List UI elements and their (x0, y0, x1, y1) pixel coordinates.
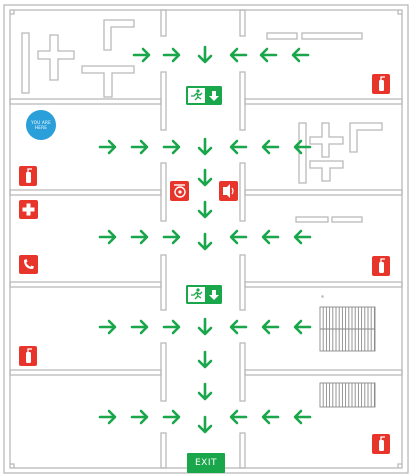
furniture-corner (349, 122, 383, 153)
evacuation-arrow-left-icon (261, 229, 280, 245)
evacuation-arrow-right-icon (98, 229, 117, 245)
furniture-cross (309, 122, 344, 158)
furniture (331, 216, 363, 223)
evacuation-arrow-right-icon (130, 409, 149, 425)
furniture-tee (81, 65, 135, 98)
furniture-corner (103, 19, 135, 51)
you-are-here-label: YOU ARE HERE (26, 110, 56, 140)
fire-extinguisher-icon (19, 346, 37, 366)
emergency-exit-sign-icon (186, 285, 222, 304)
stairs-upper (319, 306, 376, 352)
room-wall-right (244, 189, 403, 196)
you-are-here-line2: HERE (34, 125, 48, 130)
evacuation-arrow-down-icon (197, 382, 213, 401)
first-aid-icon (19, 200, 38, 219)
room-wall-right (244, 281, 403, 288)
evacuation-arrow-left-icon (293, 139, 312, 155)
corridor-post (160, 71, 167, 131)
fire-extinguisher-icon (372, 434, 390, 454)
evacuation-arrow-left-icon (229, 229, 248, 245)
fire-alarm-icon (219, 181, 238, 201)
fire-extinguisher-icon (19, 166, 37, 186)
furniture (301, 32, 363, 40)
corridor-post (160, 254, 167, 311)
evacuation-arrow-left-icon (291, 47, 310, 63)
corridor-post (160, 162, 167, 222)
evacuation-arrow-left-icon (229, 319, 248, 335)
corner-notch-top-right (397, 10, 402, 15)
room-wall-left (9, 369, 162, 376)
corridor-post (160, 432, 167, 469)
corridor-post (239, 254, 246, 311)
evacuation-arrow-right-icon (132, 47, 151, 63)
room-wall-right (244, 369, 403, 376)
corridor-post (160, 9, 167, 37)
corridor-post (239, 432, 246, 469)
corridor-post (239, 342, 246, 402)
evacuation-arrow-right-icon (130, 319, 149, 335)
evacuation-arrow-right-icon (162, 319, 181, 335)
furniture (321, 295, 324, 298)
evacuation-arrow-down-icon (197, 317, 213, 336)
evacuation-arrow-left-icon (293, 229, 312, 245)
evacuation-arrow-left-icon (229, 139, 248, 155)
evacuation-arrow-left-icon (259, 47, 278, 63)
evacuation-arrow-down-icon (197, 137, 213, 156)
furniture (298, 122, 307, 184)
corridor-post (239, 9, 246, 37)
corridor-post (239, 162, 246, 222)
evacuation-arrow-down-icon (197, 415, 213, 434)
evacuation-arrow-left-icon (293, 319, 312, 335)
evacuation-arrow-down-icon (197, 200, 213, 219)
room-wall-left (9, 98, 162, 105)
evacuation-arrow-left-icon (293, 409, 312, 425)
fire-extinguisher-icon (372, 74, 390, 94)
emergency-phone-icon (19, 255, 38, 274)
evacuation-arrow-right-icon (98, 409, 117, 425)
emergency-exit-sign-icon (186, 86, 222, 105)
evacuation-arrow-left-icon (261, 319, 280, 335)
furniture-tee (309, 160, 344, 182)
corner-notch-bottom-right (397, 463, 402, 468)
furniture (21, 32, 30, 94)
evacuation-arrow-left-icon (261, 409, 280, 425)
evacuation-arrow-right-icon (162, 139, 181, 155)
corner-notch-bottom-left (10, 463, 15, 468)
evacuation-arrow-right-icon (162, 409, 181, 425)
furniture (266, 32, 298, 40)
evacuation-arrows (98, 45, 312, 434)
evacuation-arrow-down-icon (197, 168, 213, 187)
evacuation-arrow-right-icon (162, 47, 181, 63)
evacuation-arrow-left-icon (229, 47, 248, 63)
evacuation-arrow-right-icon (98, 139, 117, 155)
evacuation-arrow-down-icon (197, 232, 213, 251)
evacuation-arrow-right-icon (130, 139, 149, 155)
corridor-post (239, 71, 246, 131)
stairs-lower (319, 382, 376, 408)
corner-notch-top-left (10, 10, 15, 15)
room-wall-right (244, 98, 403, 105)
you-are-here-marker (26, 110, 56, 140)
corridor-post (160, 342, 167, 402)
fire-hose-icon (170, 181, 189, 201)
evacuation-arrow-right-icon (162, 229, 181, 245)
room-wall-left (9, 281, 162, 288)
evacuation-arrow-right-icon (98, 319, 117, 335)
evacuation-arrow-down-icon (197, 45, 213, 64)
evacuation-arrow-right-icon (130, 229, 149, 245)
furniture-cross (37, 34, 75, 81)
fire-extinguisher-icon (372, 256, 390, 276)
you-are-here-line1: YOU ARE (31, 120, 51, 125)
exit-sign-background (187, 453, 225, 473)
exit-label: EXIT (194, 458, 217, 468)
evacuation-arrow-down-icon (197, 350, 213, 369)
evacuation-arrow-left-icon (229, 409, 248, 425)
room-wall-left (9, 189, 162, 196)
evacuation-arrow-left-icon (261, 139, 280, 155)
furniture (295, 216, 329, 223)
